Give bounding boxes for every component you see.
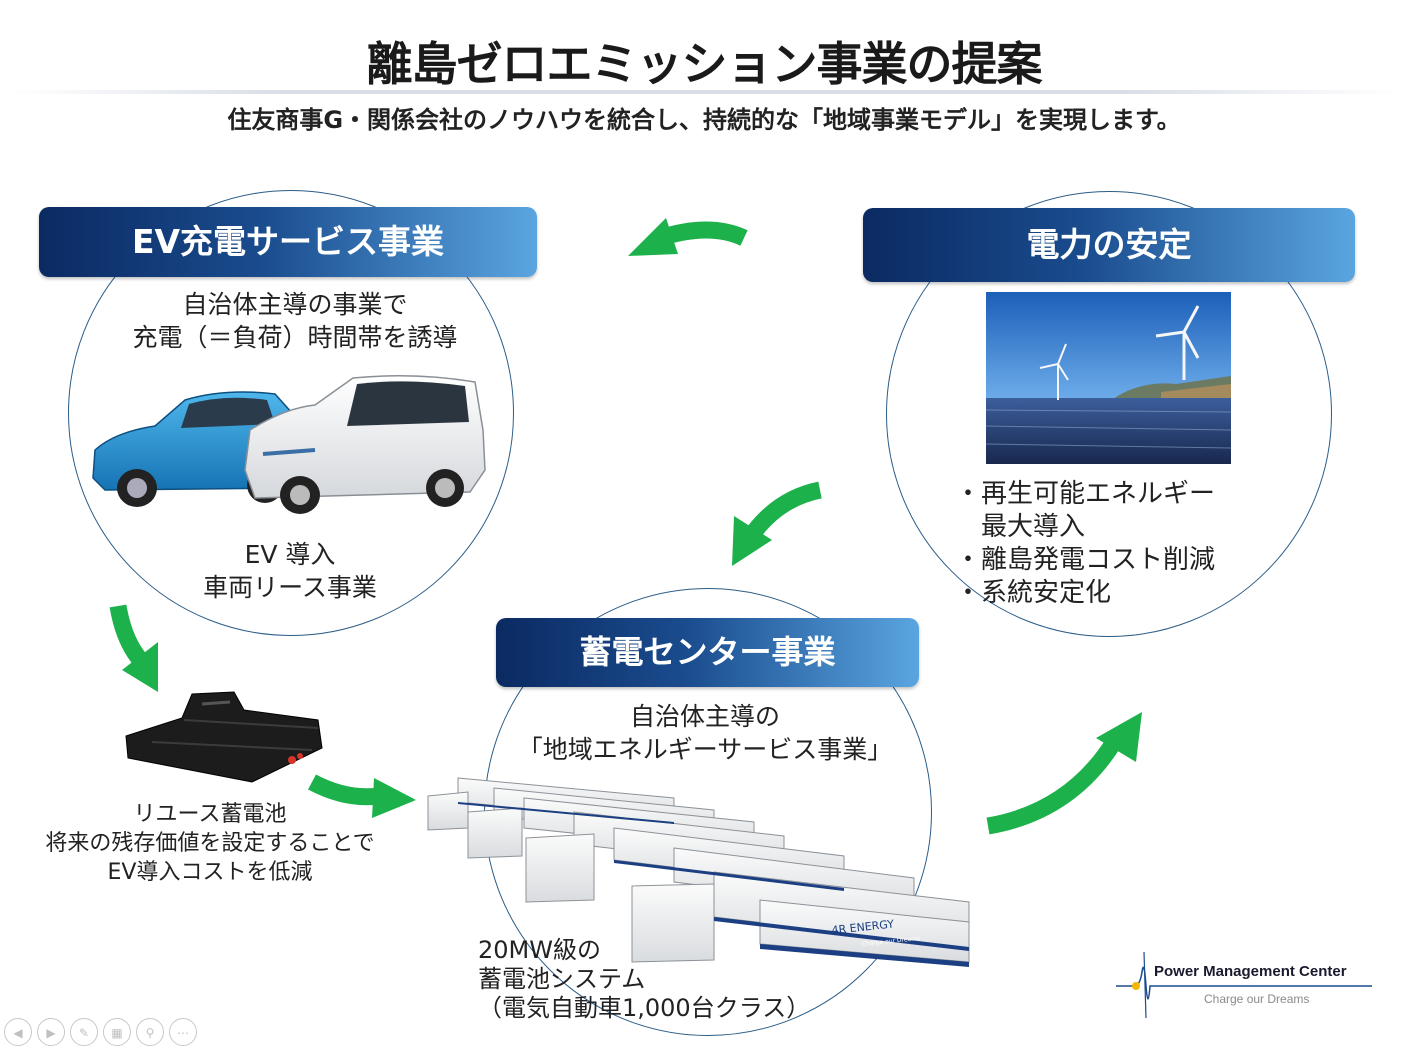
pmc-logo-mark — [1116, 951, 1372, 1019]
power-benefit-2: ・離島発電コスト削減 — [955, 545, 1216, 575]
ev-desc-line-1: 自治体主導の事業で — [182, 290, 408, 319]
ev-lease-label: EV 導入 車両リース事業 — [80, 538, 500, 604]
ev-circle — [68, 190, 514, 636]
title-divider — [10, 90, 1398, 94]
pmc-logo-tagline: Charge our Dreams — [1204, 992, 1310, 1006]
arrow-power-to-ev-icon — [628, 218, 748, 256]
next-icon[interactable]: ▶ — [37, 1018, 65, 1046]
storage-desc-line-2: 「地域エネルギーサービス事業」 — [517, 735, 893, 764]
power-benefit-3: ・系統安定化 — [955, 578, 1112, 608]
prev-icon[interactable]: ◀ — [4, 1018, 32, 1046]
arrow-storage-to-power-icon — [986, 712, 1142, 835]
storage-center-description: 自治体主導の 「地域エネルギーサービス事業」 — [470, 700, 940, 766]
storage-center-banner-label: 蓄電センター事業 — [579, 633, 836, 671]
battery-system-line-2: 蓄電池システム — [478, 965, 646, 993]
ev-cars-image — [92, 375, 486, 514]
battery-system-line-3: （電気自動車1,000台クラス） — [478, 994, 811, 1022]
ev-desc-line-2: 充電（＝負荷）時間帯を誘導 — [132, 323, 458, 352]
ev-service-banner-label: EV充電サービス事業 — [131, 222, 445, 261]
more-icon[interactable]: ⋯ — [169, 1018, 197, 1046]
power-stability-banner: 電力の安定 — [863, 208, 1355, 282]
power-benefits-list: ・再生可能エネルギー 最大導入 ・離島発電コスト削減 ・系統安定化 — [955, 478, 1215, 610]
ev-lease-line-2: 車両リース事業 — [203, 573, 377, 602]
arrow-ev-to-battery-icon — [109, 604, 158, 692]
power-stability-banner-label: 電力の安定 — [1026, 225, 1192, 264]
power-circle — [886, 191, 1332, 637]
arrow-power-to-storage-icon — [732, 481, 822, 566]
storage-center-banner: 蓄電センター事業 — [496, 618, 919, 687]
ev-lease-line-1: EV 導入 — [244, 540, 336, 569]
slideshow-controls: ◀▶✎▦⚲⋯ — [4, 1018, 202, 1046]
battery-system-label: 20MW級の 蓄電池システム （電気自動車1,000台クラス） — [478, 936, 810, 1023]
reuse-battery-line-1: リユース蓄電池 — [133, 802, 287, 827]
power-benefit-1: ・再生可能エネルギー — [955, 479, 1216, 509]
zoom-icon[interactable]: ⚲ — [136, 1018, 164, 1046]
arrow-battery-to-storage-icon — [308, 774, 416, 818]
battery-system-line-1: 20MW級の — [478, 936, 601, 964]
reuse-battery-image — [125, 691, 323, 783]
power-benefit-1-cont: 最大導入 — [955, 512, 1086, 542]
ev-service-description: 自治体主導の事業で 充電（＝負荷）時間帯を誘導 — [80, 288, 510, 354]
battery-containers-image: 4R ENERGY Charge our Dreams — [427, 777, 970, 967]
pmc-logo-name: Power Management Center — [1154, 963, 1347, 980]
ev-service-banner: EV充電サービス事業 — [39, 207, 537, 277]
reuse-battery-line-3: EV導入コストを低減 — [107, 860, 313, 885]
slide-subtitle: 住友商事G・関係会社のノウハウを統合し、持続的な「地域事業モデル」を実現します。 — [227, 106, 1181, 134]
pen-icon[interactable]: ✎ — [70, 1018, 98, 1046]
slide-title: 離島ゼロエミッション事業の提案 — [366, 37, 1043, 91]
reuse-battery-line-2: 将来の残存価値を設定することで — [45, 831, 375, 856]
reuse-battery-label: リユース蓄電池 将来の残存価値を設定することで EV導入コストを低減 — [30, 800, 390, 887]
storage-desc-line-1: 自治体主導の — [629, 702, 780, 731]
renewable-energy-image — [986, 292, 1231, 464]
slides-icon[interactable]: ▦ — [103, 1018, 131, 1046]
